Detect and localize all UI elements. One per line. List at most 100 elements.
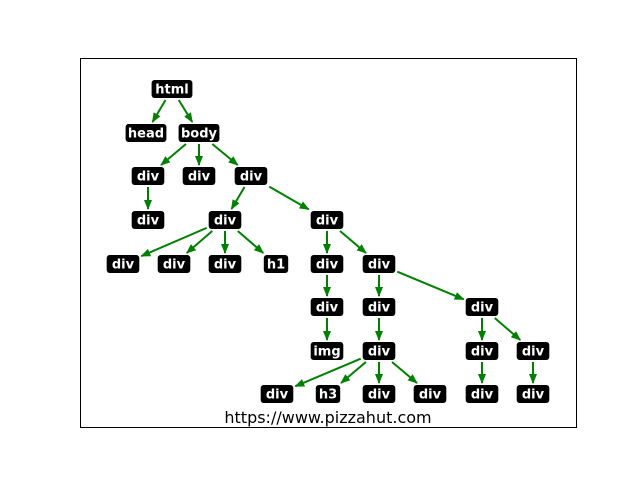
tree-node-box [234, 167, 268, 185]
tree-node-box [310, 255, 344, 273]
tree-node-box [362, 298, 396, 316]
tree-node-div: div [131, 211, 165, 229]
tree-node-box [362, 342, 396, 360]
tree-node-div: div [362, 342, 396, 360]
tree-node-label: img [313, 345, 340, 360]
tree-node-box [131, 167, 165, 185]
tree-node-label: div [240, 170, 263, 185]
edge-n17-n21 [494, 317, 522, 341]
page-url-caption: https://www.pizzahut.com [224, 408, 431, 427]
tree-node-box [208, 255, 242, 273]
tree-node-div: div [310, 255, 344, 273]
tree-node-box [106, 255, 140, 273]
tree-node-label: div [316, 258, 339, 273]
plot-frame [80, 58, 577, 428]
tree-node-box [131, 211, 165, 229]
tree-node-box [260, 385, 294, 403]
tree-node-label: div [368, 301, 391, 316]
tree-node-label: div [137, 170, 160, 185]
tree-node-box [208, 211, 242, 229]
tree-node-box [465, 298, 499, 316]
tree-node-box [151, 80, 193, 98]
tree-node-div: div [208, 255, 242, 273]
tree-node-div: div [131, 167, 165, 185]
tree-node-box [465, 385, 499, 403]
nodes-layer: html head body div div div div div div div div div h… [106, 80, 550, 403]
tree-node-div: div [516, 385, 550, 403]
edges-layer [140, 99, 537, 388]
tree-node-div: div [362, 298, 396, 316]
tree-node-label: div [316, 214, 339, 229]
edge-n5-n8 [268, 185, 310, 211]
tree-node-h3: h3 [315, 385, 341, 403]
edge-n0-n1 [151, 99, 167, 123]
tree-node-box [362, 385, 396, 403]
tree-node-box [310, 298, 344, 316]
tree-node-div: div [465, 385, 499, 403]
edge-n19-n25 [391, 361, 418, 384]
tree-node-label: div [368, 388, 391, 403]
tree-node-head: head [125, 124, 167, 142]
edge-n7-n9 [140, 226, 208, 258]
tree-node-html: html [151, 80, 193, 98]
tree-node-label: div [316, 301, 339, 316]
tree-node-label: div [471, 388, 494, 403]
tree-node-label: div [214, 214, 237, 229]
tree-node-label: div [522, 345, 545, 360]
tree-node-label: h1 [267, 258, 285, 273]
tree-node-box [178, 124, 220, 142]
tree-node-box [310, 211, 344, 229]
tree-node-label: div [214, 258, 237, 273]
tree-node-div: div [208, 211, 242, 229]
tree-node-div: div [157, 255, 191, 273]
tree-node-label: div [112, 258, 135, 273]
edge-n8-n14 [339, 230, 367, 254]
tree-node-box [263, 255, 289, 273]
tree-node-box [516, 385, 550, 403]
tree-node-div: div [182, 167, 216, 185]
tree-node-div: div [362, 385, 396, 403]
tree-node-div: div [465, 342, 499, 360]
tree-node-h1: h1 [263, 255, 289, 273]
tree-node-div: div [310, 298, 344, 316]
tree-node-label: div [137, 214, 160, 229]
tree-node-label: div [163, 258, 186, 273]
edge-n14-n17 [396, 270, 465, 301]
tree-node-label: div [471, 345, 494, 360]
edge-n5-n7 [230, 186, 246, 210]
edge-n7-n10 [185, 230, 213, 254]
tree-node-label: div [419, 388, 442, 403]
tree-node-box [310, 342, 344, 360]
tree-node-box [182, 167, 216, 185]
tree-node-label: head [128, 127, 164, 142]
edge-n2-n3 [160, 143, 187, 166]
tree-node-div: div [362, 255, 396, 273]
tree-node-box [362, 255, 396, 273]
edge-n2-n5 [211, 143, 239, 166]
tree-node-div: div [106, 255, 140, 273]
tree-node-box [315, 385, 341, 403]
tree-node-box [465, 342, 499, 360]
tree-node-box [413, 385, 447, 403]
edge-n19-n23 [340, 361, 367, 384]
edge-n19-n22 [294, 357, 362, 388]
tree-node-box [516, 342, 550, 360]
tree-node-label: div [368, 258, 391, 273]
tree-node-box [157, 255, 191, 273]
tree-node-label: div [368, 345, 391, 360]
tree-node-label: div [266, 388, 289, 403]
tree-node-div: div [516, 342, 550, 360]
tree-node-img: img [310, 342, 344, 360]
tree-node-label: h3 [319, 388, 337, 403]
tree-node-div: div [465, 298, 499, 316]
tree-node-body: body [178, 124, 220, 142]
tree-node-label: div [522, 388, 545, 403]
tree-node-label: html [155, 83, 188, 98]
edge-n0-n2 [177, 99, 194, 123]
tree-node-div: div [310, 211, 344, 229]
tree-node-label: body [181, 127, 218, 142]
tree-node-div: div [234, 167, 268, 185]
tree-node-label: div [471, 301, 494, 316]
tree-node-div: div [260, 385, 294, 403]
